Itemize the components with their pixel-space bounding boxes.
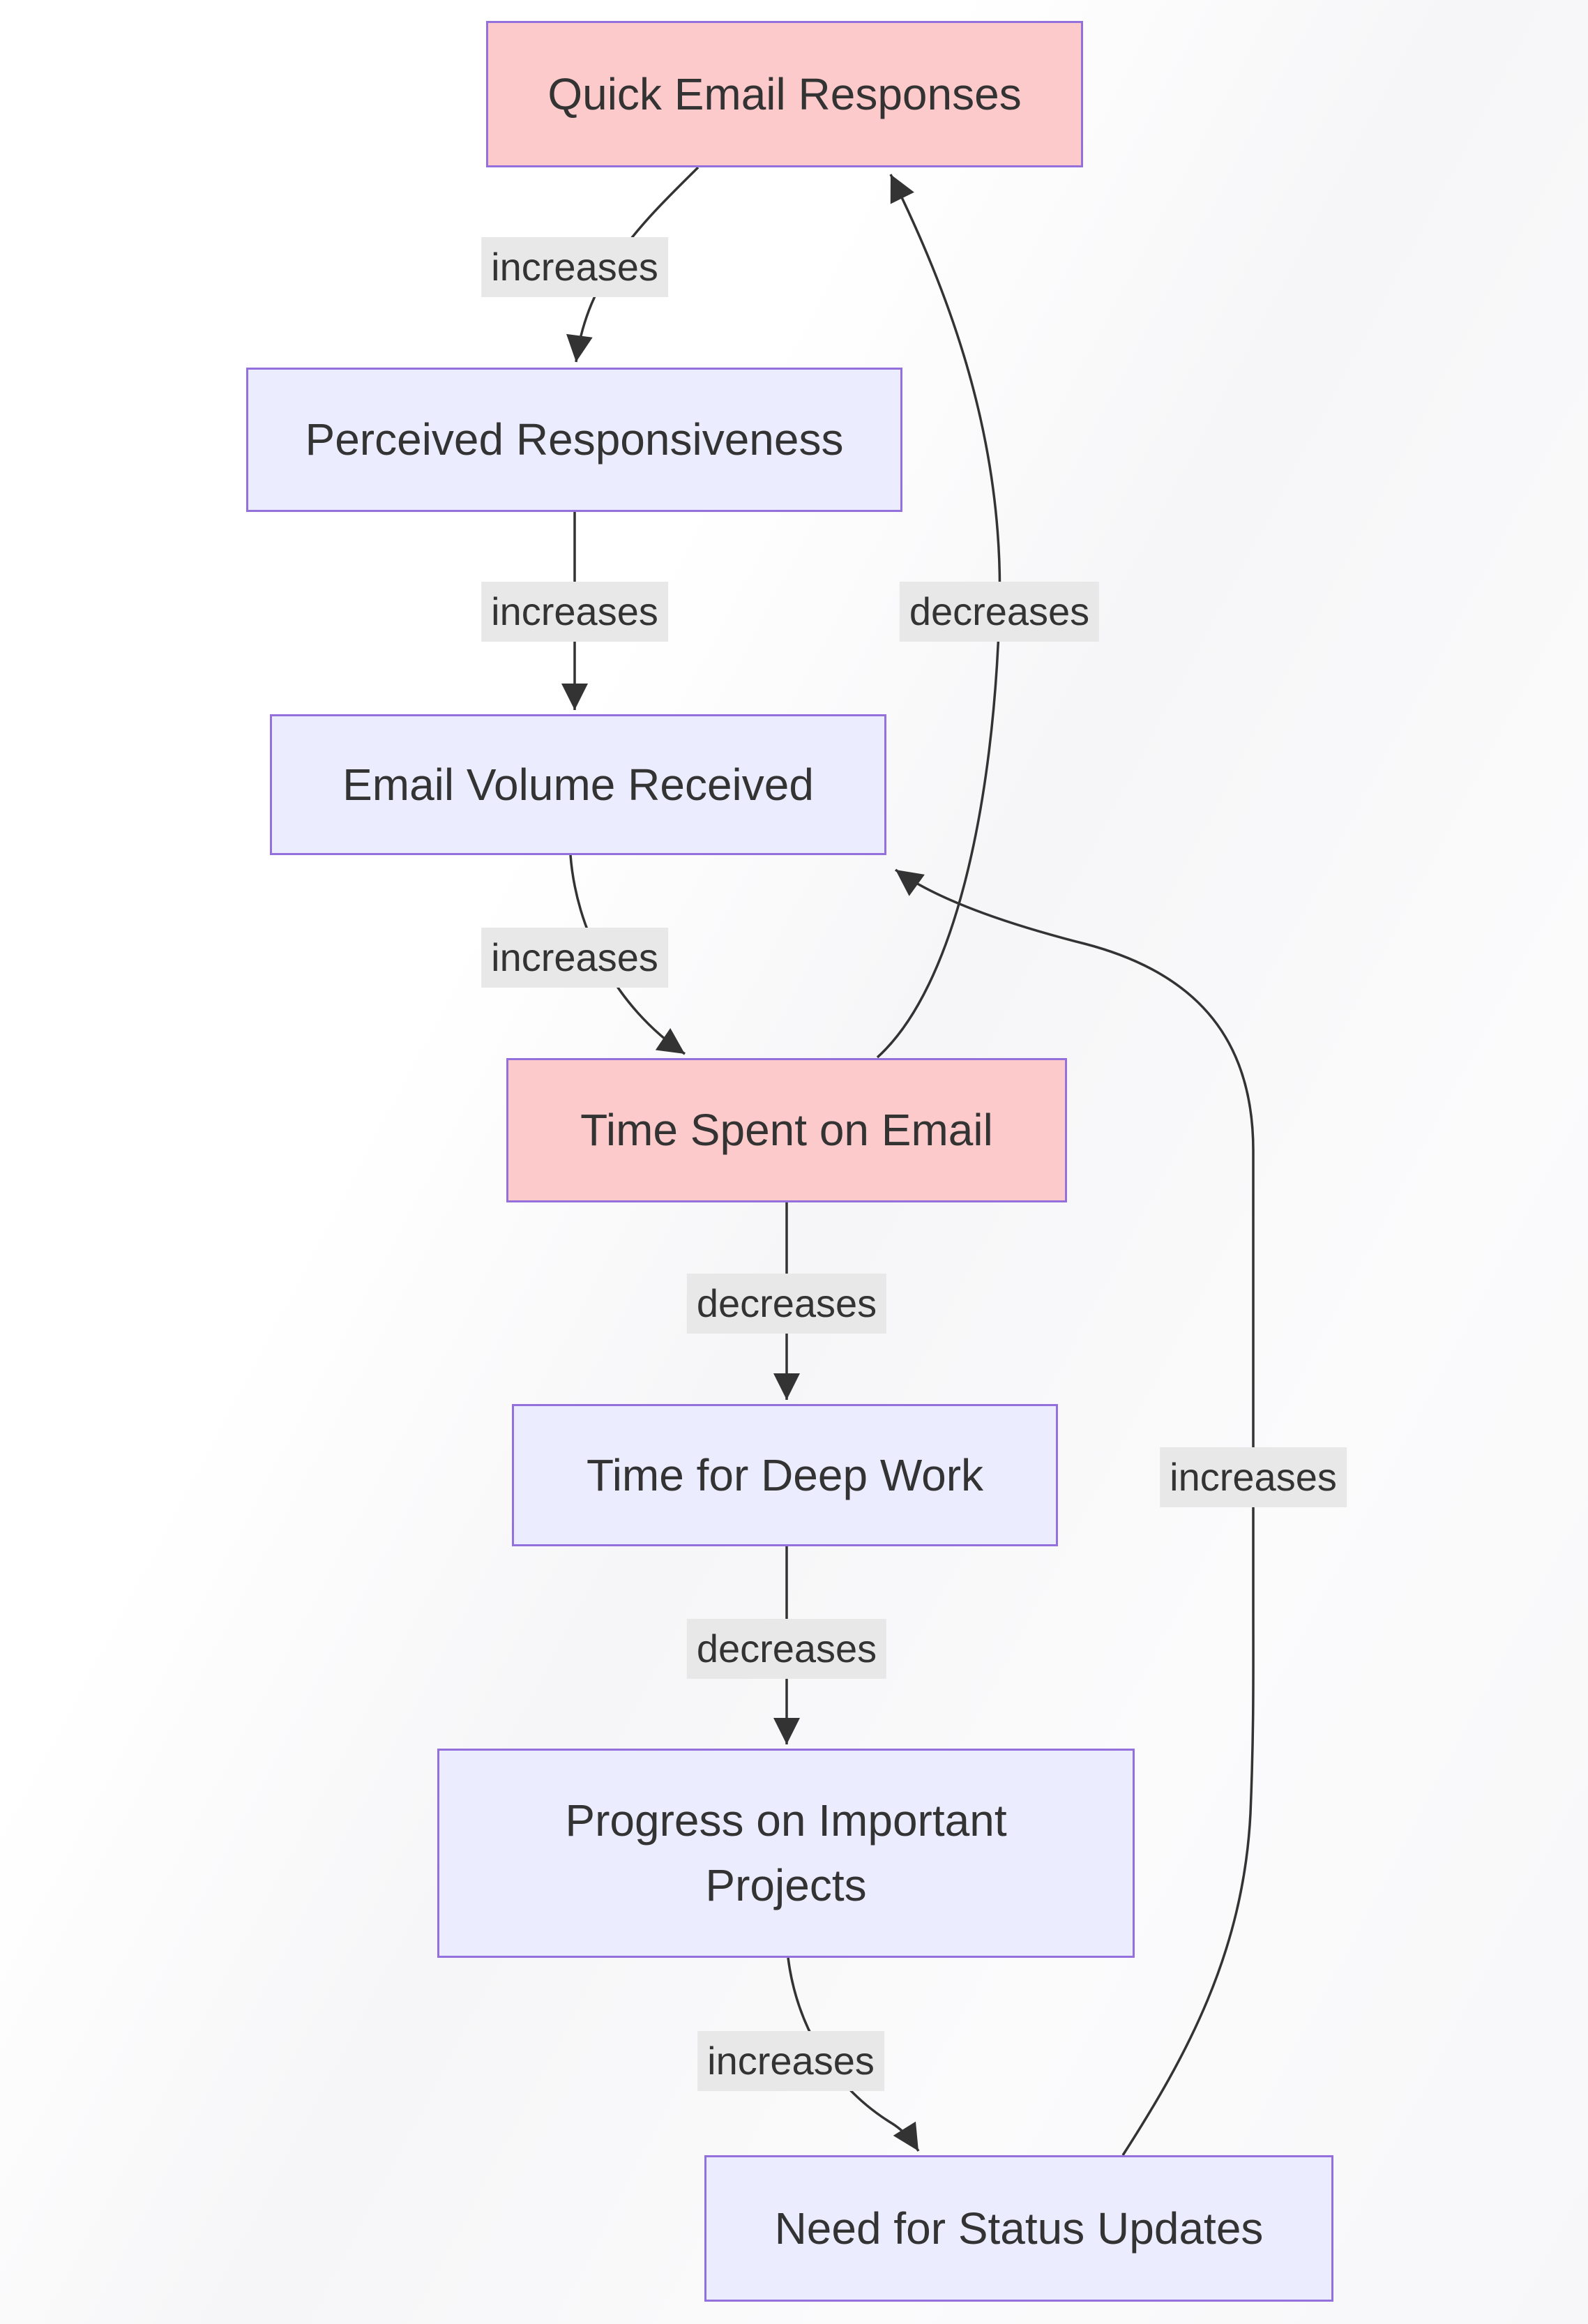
- node-label: Perceived Responsiveness: [305, 414, 844, 465]
- edge-label-perceived-to-volume: increases: [481, 582, 668, 642]
- node-label: Progress on Important Projects: [565, 1795, 1007, 1910]
- node-label: Need for Status Updates: [774, 2203, 1264, 2254]
- node-label: Email Volume Received: [342, 759, 814, 810]
- node-need-for-status-updates: Need for Status Updates: [704, 2155, 1333, 2302]
- edge-label-progress-to-need: increases: [697, 2031, 884, 2091]
- edge-label-need-to-volume: increases: [1160, 1447, 1347, 1507]
- edge-label-volume-to-time-spent: increases: [481, 928, 668, 988]
- edge-label-time-spent-to-deep-work: decreases: [686, 1274, 887, 1334]
- node-time-for-deep-work: Time for Deep Work: [512, 1404, 1058, 1546]
- edge-label-time-spent-to-quick: decreases: [899, 582, 1100, 642]
- node-progress-on-important-projects: Progress on Important Projects: [437, 1749, 1135, 1958]
- node-perceived-responsiveness: Perceived Responsiveness: [246, 368, 902, 512]
- edge-label-deep-work-to-progress: decreases: [686, 1619, 887, 1679]
- node-email-volume-received: Email Volume Received: [270, 714, 886, 855]
- edge-need-to-volume: [894, 868, 1255, 2156]
- node-quick-email-responses: Quick Email Responses: [486, 21, 1083, 167]
- node-time-spent-on-email: Time Spent on Email: [506, 1058, 1067, 1202]
- edge-label-quick-to-perceived: increases: [481, 237, 668, 297]
- node-label: Time Spent on Email: [580, 1105, 993, 1156]
- node-label: Time for Deep Work: [586, 1449, 984, 1500]
- node-label: Quick Email Responses: [547, 68, 1022, 119]
- edge-progress-to-need: [787, 1957, 920, 2152]
